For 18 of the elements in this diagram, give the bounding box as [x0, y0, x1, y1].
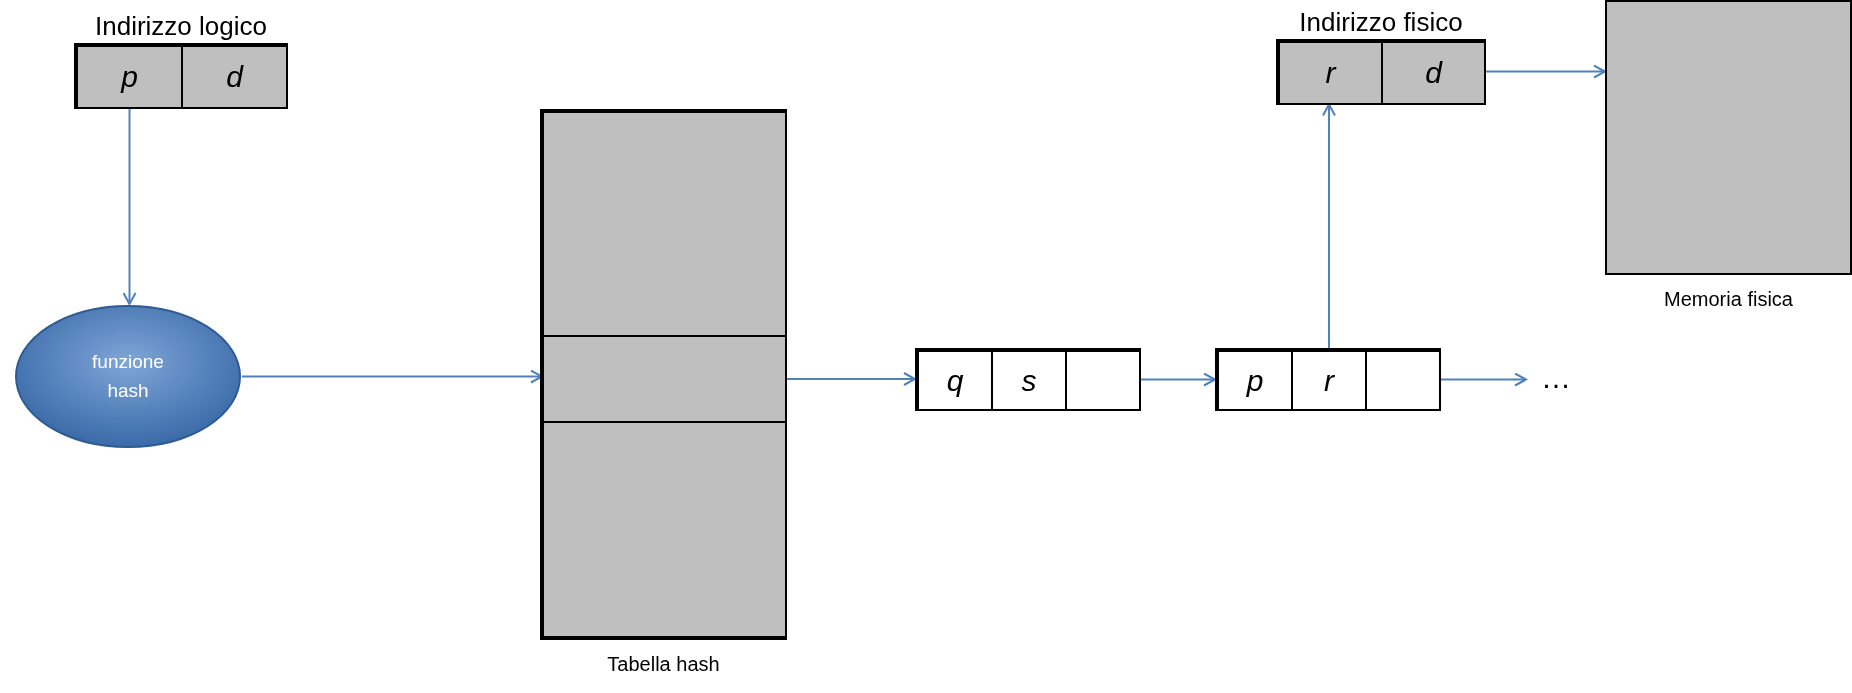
address-field: q: [917, 350, 993, 409]
table-label: Tabella hash: [607, 652, 720, 677]
table-row: [542, 421, 785, 638]
arrow: [1440, 372, 1527, 387]
address-field: p: [76, 44, 183, 107]
arrow: [122, 107, 137, 305]
address-field: p: [1217, 350, 1293, 409]
address-label: Indirizzo logico: [95, 10, 267, 43]
arrow: [1322, 103, 1336, 351]
address-label: Indirizzo fisico: [1299, 6, 1463, 39]
arrow: [786, 372, 916, 386]
arrow: [1485, 64, 1606, 79]
function-label: funzione hash: [91, 350, 165, 403]
arrow: [1140, 372, 1216, 387]
memory-label: Memoria fisica: [1664, 287, 1793, 312]
address-field: r: [1278, 40, 1383, 103]
table-row: [542, 111, 785, 337]
ellipsis-text: …: [1526, 352, 1586, 402]
